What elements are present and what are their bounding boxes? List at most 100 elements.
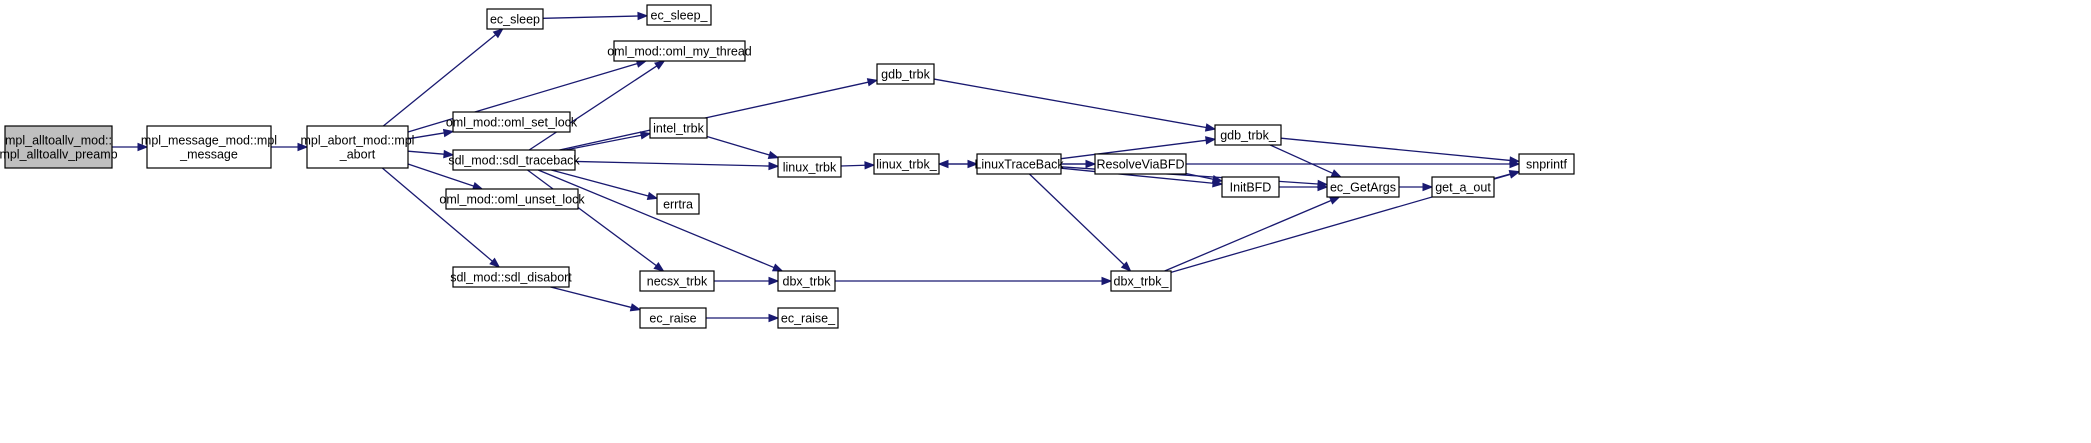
node-intel_trbk[interactable]: intel_trbk bbox=[649, 117, 708, 139]
node-mpl_message[interactable]: mpl_message_mod::mpl_message bbox=[141, 125, 277, 169]
edge-line bbox=[1280, 137, 1511, 162]
edge-line bbox=[407, 163, 474, 187]
edge-mpl_abort-to-sdl_traceback bbox=[407, 149, 455, 159]
node-linux_trbk_[interactable]: linux_trbk_ bbox=[873, 153, 940, 175]
edge-LinuxTraceBack-to-linux_trbk_ bbox=[937, 159, 977, 169]
node-box bbox=[649, 117, 708, 139]
arrowhead-icon bbox=[653, 261, 665, 272]
node-mpl_abort[interactable]: mpl_abort_mod::mpl_abort bbox=[301, 125, 415, 169]
node-snprintf[interactable]: snprintf bbox=[1518, 153, 1575, 175]
node-errtra[interactable]: errtra bbox=[656, 193, 700, 215]
node-oml_set_lock[interactable]: oml_mod::oml_set_lock bbox=[446, 111, 578, 133]
edge-line bbox=[407, 150, 445, 155]
node-box bbox=[1221, 176, 1280, 198]
node-label: intel_trbk bbox=[653, 122, 704, 136]
node-box bbox=[873, 153, 940, 175]
node-box bbox=[777, 270, 836, 292]
arrowhead-icon bbox=[646, 191, 659, 200]
node-label: dbx_trbk_ bbox=[1114, 275, 1170, 289]
node-label: mpl_alltoallv_mod:: bbox=[5, 134, 112, 148]
node-label: gdb_trbk_ bbox=[1220, 129, 1277, 143]
edge-line bbox=[527, 169, 657, 267]
node-box bbox=[452, 266, 570, 288]
node-label: dbx_trbk bbox=[783, 275, 832, 289]
node-oml_unset_lock[interactable]: oml_mod::oml_unset_lock bbox=[439, 188, 585, 210]
arrowhead-icon bbox=[937, 159, 949, 169]
arrowhead-icon bbox=[864, 161, 876, 170]
arrowhead-icon bbox=[1330, 169, 1343, 178]
edge-sdl_traceback-to-errtra bbox=[551, 169, 659, 200]
arrowhead-icon bbox=[492, 28, 504, 39]
node-ec_raise_[interactable]: ec_raise_ bbox=[777, 307, 839, 329]
edge-line bbox=[407, 62, 638, 133]
edge-line bbox=[551, 169, 649, 197]
arrowhead-icon bbox=[1317, 182, 1329, 192]
node-linux_trbk[interactable]: linux_trbk bbox=[777, 156, 842, 178]
edge-gdb_trbk_-to-snprintf bbox=[1280, 137, 1521, 165]
arrowhead-icon bbox=[297, 142, 309, 152]
node-label: mpl_abort_mod::mpl bbox=[301, 134, 415, 148]
node-label: oml_mod::oml_my_thread bbox=[607, 45, 752, 59]
arrowhead-icon bbox=[767, 150, 780, 159]
edge-sdl_disabort-to-ec_raise bbox=[550, 286, 642, 312]
node-ec_raise[interactable]: ec_raise bbox=[639, 307, 707, 329]
edge-LinuxTraceBack-to-gdb_trbk_ bbox=[1060, 136, 1217, 160]
arrowhead-icon bbox=[1328, 196, 1341, 205]
edge-gdb_trbk-to-gdb_trbk_ bbox=[933, 78, 1217, 132]
edge-dbx_trbk_-to-ec_GetArgs bbox=[1164, 196, 1341, 272]
node-box bbox=[639, 307, 707, 329]
node-label: _abort bbox=[339, 148, 376, 162]
node-oml_my_thread[interactable]: oml_mod::oml_my_thread bbox=[607, 40, 752, 62]
node-gdb_trbk[interactable]: gdb_trbk bbox=[876, 63, 935, 85]
node-box bbox=[639, 270, 715, 292]
node-label: oml_mod::oml_set_lock bbox=[446, 116, 578, 130]
node-sdl_traceback[interactable]: sdl_mod::sdl_traceback bbox=[448, 149, 580, 171]
arrowhead-icon bbox=[866, 78, 879, 87]
node-box bbox=[876, 63, 935, 85]
edge-line bbox=[1028, 173, 1125, 266]
edge-line bbox=[574, 160, 770, 167]
node-dbx_trbk_[interactable]: dbx_trbk_ bbox=[1110, 270, 1172, 292]
node-box bbox=[306, 125, 409, 169]
node-label: get_a_out bbox=[1435, 181, 1491, 195]
node-dbx_trbk[interactable]: dbx_trbk bbox=[777, 270, 836, 292]
edge-line bbox=[381, 167, 493, 262]
edge-linux_trbk-to-linux_trbk_ bbox=[840, 161, 876, 170]
node-label: errtra bbox=[663, 198, 693, 212]
arrowhead-icon bbox=[1509, 156, 1521, 165]
node-label: InitBFD bbox=[1230, 181, 1272, 195]
edge-LinuxTraceBack-to-dbx_trbk_ bbox=[1028, 173, 1132, 272]
node-label: oml_mod::oml_unset_lock bbox=[439, 193, 585, 207]
node-gdb_trbk_[interactable]: gdb_trbk_ bbox=[1214, 124, 1282, 146]
node-label: sdl_mod::sdl_disabort bbox=[450, 271, 572, 285]
node-necsx_trbk[interactable]: necsx_trbk bbox=[639, 270, 715, 292]
node-box bbox=[1431, 176, 1495, 198]
node-ec_sleep[interactable]: ec_sleep bbox=[486, 8, 544, 30]
edge-line bbox=[1269, 144, 1333, 174]
node-preamb[interactable]: mpl_alltoallv_mod::mpl_alltoallv_preamb bbox=[0, 125, 118, 169]
edge-line bbox=[407, 132, 445, 140]
node-InitBFD[interactable]: InitBFD bbox=[1221, 176, 1280, 198]
node-box bbox=[486, 8, 544, 30]
edge-gdb_trbk_-to-ec_GetArgs bbox=[1269, 144, 1343, 178]
node-ec_GetArgs[interactable]: ec_GetArgs bbox=[1326, 176, 1400, 198]
edge-line bbox=[840, 164, 866, 167]
node-box bbox=[646, 4, 712, 26]
node-ResolveViaBFD[interactable]: ResolveViaBFD bbox=[1094, 153, 1187, 175]
edge-sdl_traceback-to-linux_trbk bbox=[574, 160, 780, 171]
node-ec_sleep_[interactable]: ec_sleep_ bbox=[646, 4, 712, 26]
node-label: necsx_trbk bbox=[647, 275, 708, 289]
edge-line bbox=[1164, 199, 1332, 272]
node-sdl_disabort[interactable]: sdl_mod::sdl_disabort bbox=[450, 266, 572, 288]
node-label: snprintf bbox=[1526, 158, 1568, 172]
edge-ec_raise-to-ec_raise_ bbox=[706, 313, 780, 323]
node-get_a_out[interactable]: get_a_out bbox=[1431, 176, 1495, 198]
node-box bbox=[777, 307, 839, 329]
node-box bbox=[445, 188, 579, 210]
node-LinuxTraceBack[interactable]: LinuxTraceBack bbox=[974, 153, 1064, 175]
edge-intel_trbk-to-linux_trbk bbox=[706, 135, 780, 159]
arrowhead-icon bbox=[654, 60, 666, 70]
arrowhead-icon bbox=[1120, 261, 1132, 272]
edge-line bbox=[565, 134, 642, 151]
